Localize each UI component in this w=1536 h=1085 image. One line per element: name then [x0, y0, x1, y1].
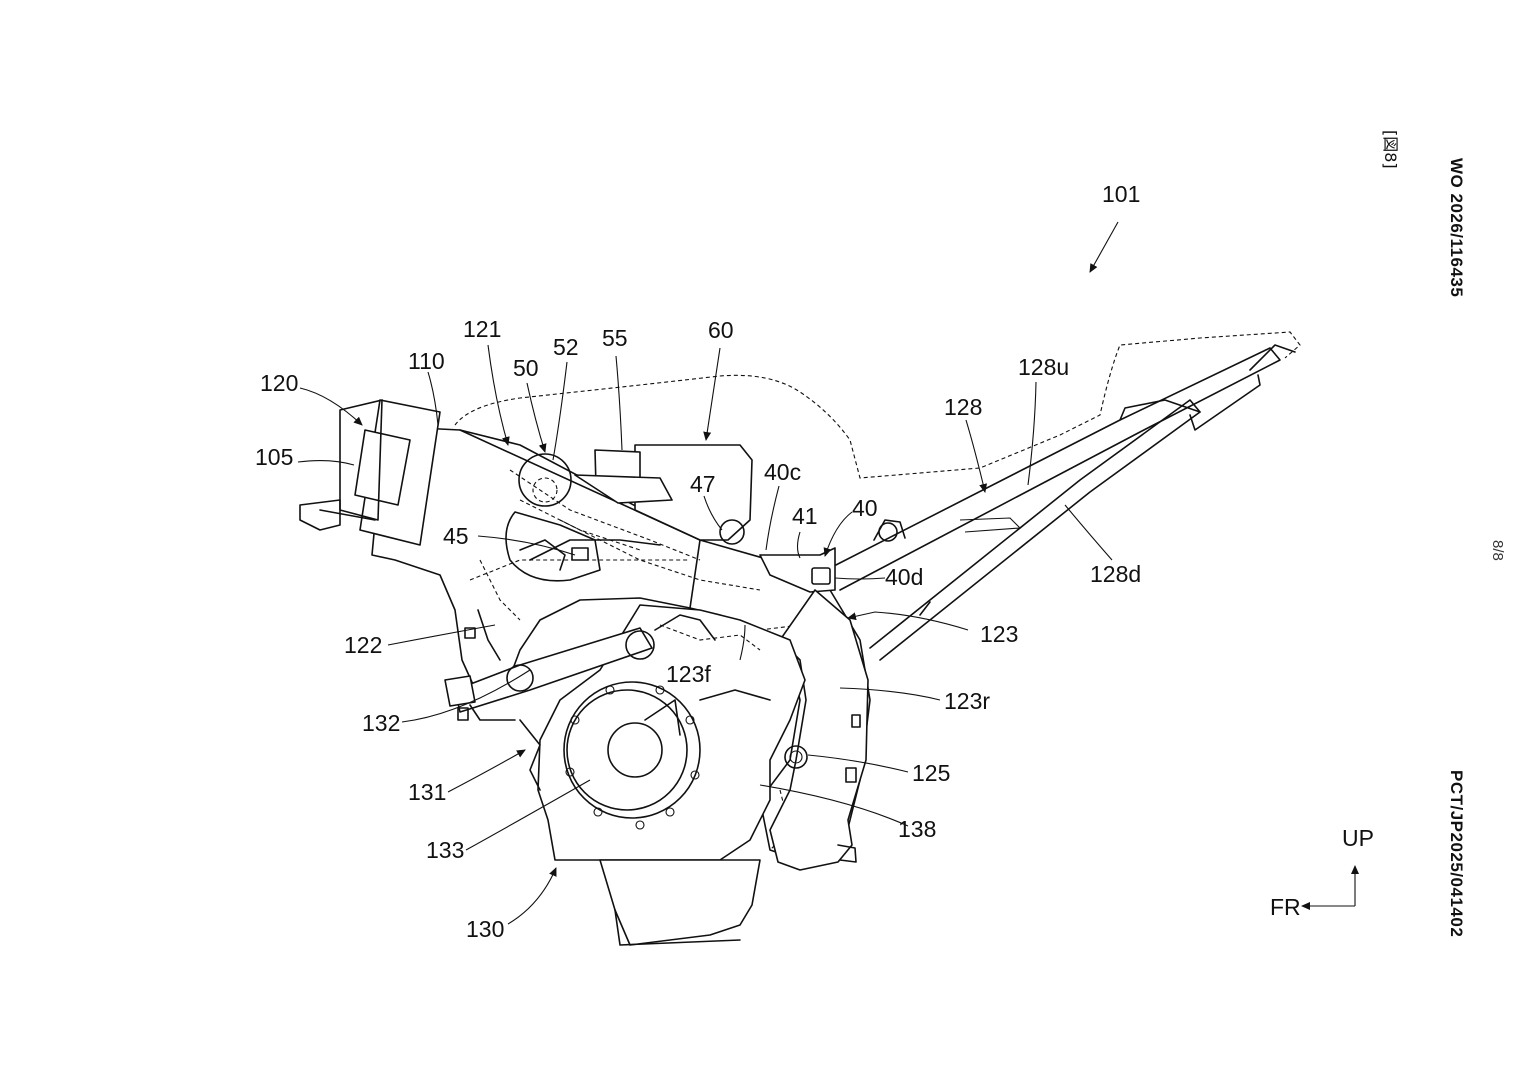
exhaust-pipe — [444, 609, 655, 721]
ref-128u: 128u — [1018, 354, 1069, 380]
frame-bracket — [759, 547, 836, 593]
ref-45: 45 — [443, 523, 469, 549]
seat-rail-frame — [829, 344, 1296, 661]
reference-numerals: 101 120 110 121 50 52 55 60 105 47 40c 4… — [255, 181, 1141, 942]
ref-50: 50 — [513, 355, 539, 381]
ref-105: 105 — [255, 444, 293, 470]
ref-55: 55 — [602, 325, 628, 351]
ref-125: 125 — [912, 760, 950, 786]
ref-138: 138 — [898, 816, 936, 842]
front-label: FR — [1270, 894, 1301, 920]
ref-60: 60 — [708, 317, 734, 343]
up-label: UP — [1342, 825, 1374, 851]
intake-box — [574, 444, 753, 545]
seat-outline — [454, 331, 1301, 479]
ref-40d: 40d — [885, 564, 923, 590]
ref-128d: 128d — [1090, 561, 1141, 587]
crankcase-bolts — [565, 685, 700, 830]
ref-122: 122 — [344, 632, 382, 658]
ref-123f: 123f — [666, 661, 711, 687]
ref-132: 132 — [362, 710, 400, 736]
ref-133: 133 — [426, 837, 464, 863]
ref-123: 123 — [980, 621, 1018, 647]
ref-40: 40 — [852, 495, 878, 521]
ref-128: 128 — [944, 394, 982, 420]
ref-120: 120 — [260, 370, 298, 396]
ref-47: 47 — [690, 471, 716, 497]
ref-101: 101 — [1102, 181, 1140, 207]
head-pipe — [299, 399, 441, 546]
ref-40c: 40c — [764, 459, 801, 485]
ref-123r: 123r — [944, 688, 990, 714]
engine — [519, 604, 806, 946]
ref-121: 121 — [463, 316, 501, 342]
ref-131: 131 — [408, 779, 446, 805]
direction-indicator: UP FR — [1270, 825, 1374, 920]
ref-130: 130 — [466, 916, 504, 942]
leader-lines — [297, 221, 1119, 925]
ref-41: 41 — [792, 503, 818, 529]
ref-52: 52 — [553, 334, 579, 360]
ref-110: 110 — [408, 348, 445, 374]
